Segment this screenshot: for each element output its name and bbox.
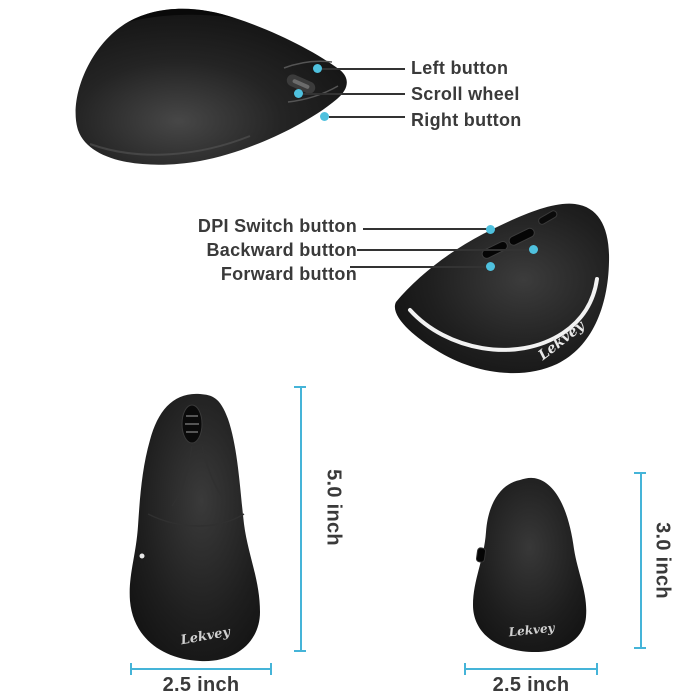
back-height-cap-bottom bbox=[634, 647, 646, 649]
back-width-line bbox=[465, 668, 597, 670]
mouse-front-body bbox=[129, 393, 260, 662]
scroll-wheel-label: Scroll wheel bbox=[411, 84, 520, 104]
left-button-dot-icon bbox=[313, 64, 322, 73]
mouse-top-ridge bbox=[128, 8, 235, 22]
dpi-button bbox=[538, 210, 558, 225]
right-button-line bbox=[329, 116, 405, 118]
mouse-top-view bbox=[75, 8, 347, 165]
dpi-switch-line bbox=[363, 228, 489, 230]
forward-button-label: Forward button bbox=[220, 264, 357, 284]
white-swoosh bbox=[408, 277, 599, 352]
forward-button-dot-icon bbox=[486, 262, 495, 271]
forward-button-line bbox=[350, 266, 488, 268]
mouse-side-body bbox=[394, 203, 610, 374]
backward-button-dot-icon bbox=[529, 245, 538, 254]
mouse-top-body bbox=[75, 8, 347, 165]
back-width-label: 2.5 inch bbox=[492, 674, 570, 696]
front-width-line bbox=[131, 668, 271, 670]
front-seam-left bbox=[171, 445, 193, 507]
scroll-wheel-top bbox=[286, 74, 316, 94]
dpi-switch-label: DPI Switch button bbox=[197, 216, 357, 236]
front-width-label: 2.5 inch bbox=[162, 674, 240, 696]
left-button-line bbox=[322, 68, 405, 70]
front-seam-right bbox=[201, 445, 227, 503]
back-width-cap-right bbox=[596, 663, 598, 675]
scroll-wheel-dot-icon bbox=[294, 89, 303, 98]
front-height-label: 5.0 inch bbox=[322, 469, 345, 546]
dpi-switch-dot-icon bbox=[486, 225, 495, 234]
brand-logo-back: Lekvey bbox=[507, 621, 556, 640]
back-height-line bbox=[640, 473, 642, 649]
led-dot bbox=[139, 553, 145, 559]
front-height-line bbox=[300, 387, 302, 651]
front-width-cap-right bbox=[270, 663, 272, 675]
front-height-cap-bottom bbox=[294, 650, 306, 652]
back-side-button bbox=[475, 547, 487, 563]
front-seam-bottom bbox=[147, 513, 245, 527]
right-button-label: Right button bbox=[411, 110, 522, 130]
button-seam-right bbox=[287, 85, 339, 103]
back-height-label: 3.0 inch bbox=[651, 522, 674, 599]
backward-button-label: Backward button bbox=[206, 240, 357, 260]
scroll-wheel-line bbox=[303, 93, 405, 95]
mouse-side-view: Lekvey bbox=[394, 203, 610, 374]
button-seam-left bbox=[283, 60, 333, 69]
mouse-back-view: Lekvey bbox=[473, 477, 587, 653]
right-button-dot-icon bbox=[320, 112, 329, 121]
mouse-back-body bbox=[473, 477, 587, 653]
mouse-top-sheen bbox=[89, 135, 251, 156]
backward-button-line bbox=[357, 249, 531, 251]
mouse-front-view: Lekvey bbox=[129, 393, 260, 662]
left-button-label: Left button bbox=[411, 58, 509, 78]
